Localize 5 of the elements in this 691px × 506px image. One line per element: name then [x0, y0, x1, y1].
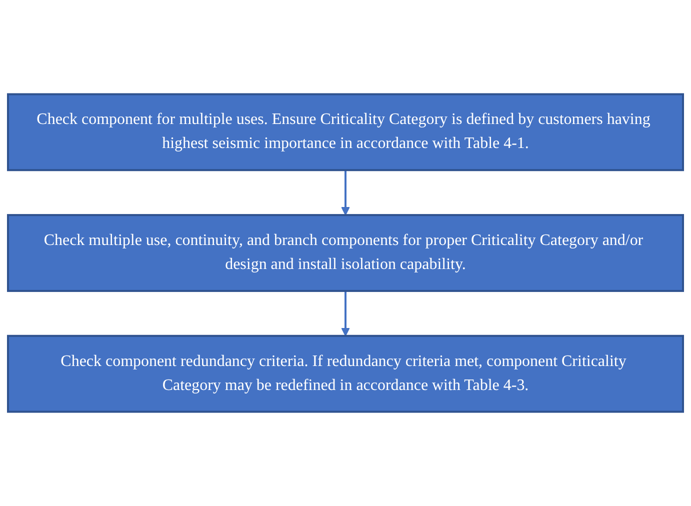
arrow — [341, 170, 350, 216]
node-box: Check multiple use, continuity, and branch components for proper Criticality Category and/or design and install isolation capability. — [7, 214, 684, 292]
arrow — [341, 290, 350, 336]
node-box: Check component for multiple uses. Ensure Criticality Category is defined by customers having highest seismic importance in accordance with Table 4-1. — [7, 93, 684, 172]
node-box: Check component redundancy criteria. If redundancy criteria met, component Criticality Category may be redefined in accordance with Table 4-3. — [7, 334, 684, 413]
